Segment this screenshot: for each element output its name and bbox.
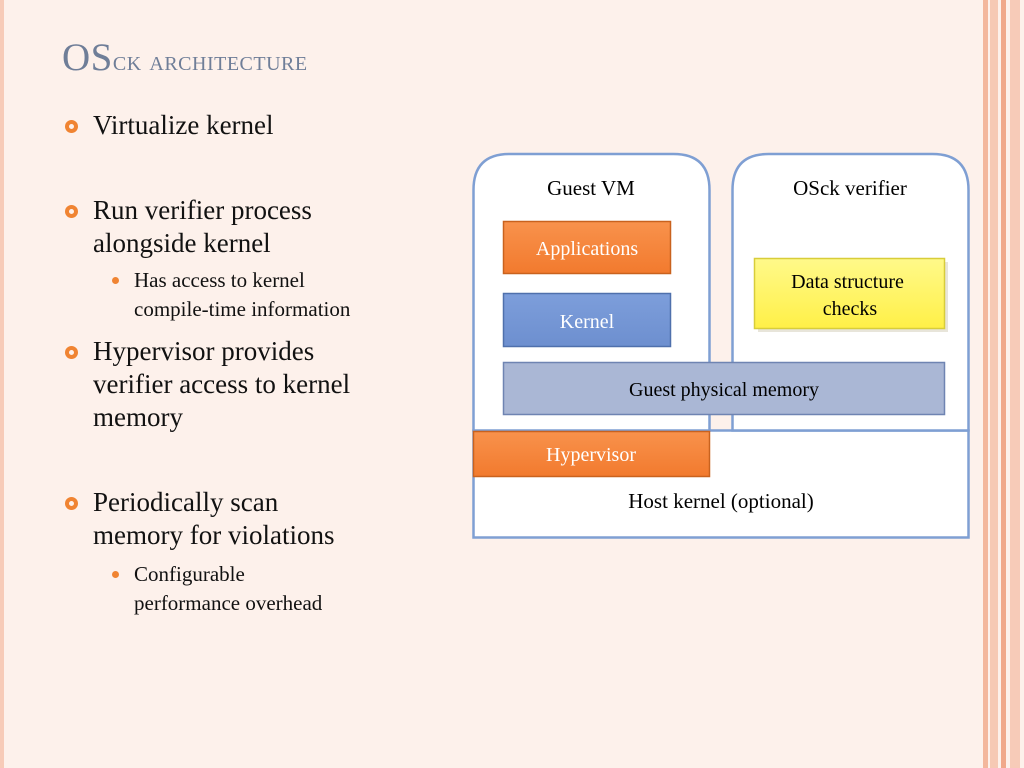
- kernel-box: [502, 292, 672, 348]
- bullet-line: memory: [93, 402, 183, 432]
- hypervisor-label: Hypervisor: [546, 444, 636, 466]
- host-kernel-label: Host kernel (optional): [628, 489, 813, 513]
- applications-label: Applications: [536, 238, 638, 260]
- hypervisor-box: [472, 430, 711, 478]
- bullet-ring-icon: [65, 120, 78, 133]
- bullet-item: Hypervisor provides verifier access to k…: [65, 335, 351, 434]
- bullet-line: verifier access to kernel: [93, 369, 351, 399]
- bullet-line: memory for violations: [93, 520, 335, 550]
- verifier-label: OSck verifier: [793, 176, 907, 200]
- bullet-item: Virtualize kernel: [65, 109, 274, 142]
- bullet-line: Periodically scan: [93, 487, 279, 517]
- sub-bullet-item: Configurable performance overhead: [112, 560, 323, 618]
- guest-memory-label: Guest physical memory: [629, 379, 819, 401]
- decor-stripe: [983, 0, 988, 768]
- sub-bullet-item: Has access to kernel compile-time inform…: [112, 266, 351, 324]
- data-checks-box: [753, 257, 946, 330]
- guest-memory-box: [502, 361, 946, 416]
- guest-vm-label: Guest VM: [547, 176, 635, 200]
- sub-bullet-dot-icon: [112, 571, 119, 578]
- sub-bullet-line: Configurable: [134, 562, 245, 586]
- title-small-caps: ck architecture: [112, 45, 308, 77]
- decor-stripe: [0, 0, 4, 768]
- data-checks-line: checks: [823, 298, 878, 320]
- sub-bullet-line: performance overhead: [134, 591, 323, 615]
- sub-bullet-dot-icon: [112, 277, 119, 284]
- data-checks-label: Data structure checks: [791, 271, 909, 320]
- bullet-line: alongside kernel: [93, 228, 271, 258]
- decor-stripe: [990, 0, 998, 768]
- sub-bullet-line: compile-time information: [134, 297, 351, 321]
- slide-title: OSck architecture: [62, 38, 308, 77]
- bullet-item: Run verifier process alongside kernel: [65, 194, 312, 260]
- bullet-line: Run verifier process: [93, 195, 312, 225]
- bullet-ring-icon: [65, 346, 78, 359]
- bullet-line: Virtualize kernel: [93, 110, 274, 140]
- kernel-label: Kernel: [560, 311, 615, 333]
- title-main: OS: [62, 36, 113, 79]
- decor-stripe: [1001, 0, 1006, 768]
- decor-stripe: [1010, 0, 1020, 768]
- applications-box: [502, 220, 672, 275]
- bullet-item: Periodically scan memory for violations: [65, 486, 335, 552]
- bullet-line: Hypervisor provides: [93, 336, 315, 366]
- data-checks-line: Data structure: [791, 271, 904, 293]
- bullet-ring-icon: [65, 497, 78, 510]
- bullet-ring-icon: [65, 205, 78, 218]
- sub-bullet-line: Has access to kernel: [134, 268, 305, 292]
